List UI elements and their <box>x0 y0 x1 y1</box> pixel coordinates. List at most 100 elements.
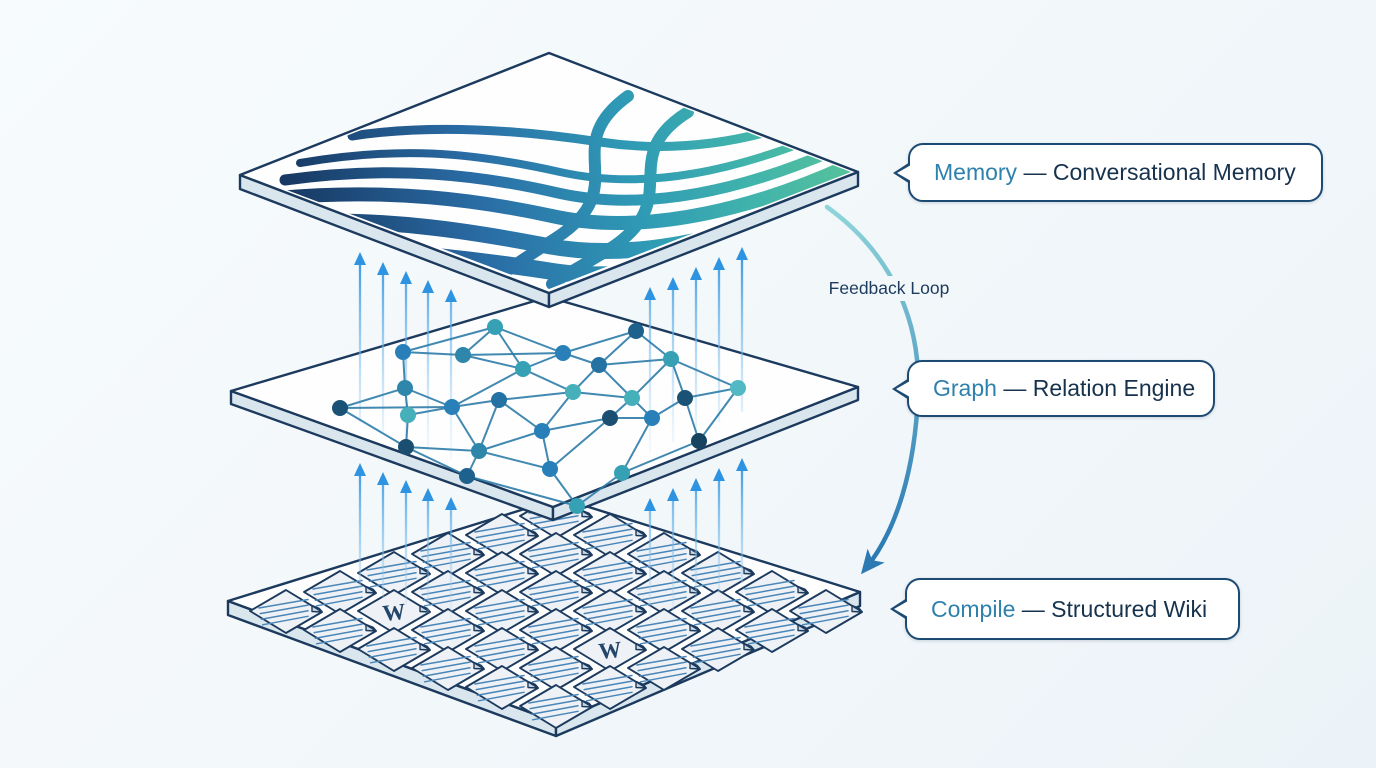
folded-corner <box>419 567 431 575</box>
graph-edge <box>621 417 653 474</box>
document-icon <box>735 608 809 653</box>
wiki-document-grid: WW <box>249 494 863 729</box>
folded-corner <box>419 643 431 651</box>
folded-corner <box>473 548 485 556</box>
graph-node <box>400 407 416 423</box>
graph-node <box>444 399 460 415</box>
document-icon <box>681 589 755 634</box>
folded-corner <box>419 605 431 613</box>
folded-corner <box>689 624 701 632</box>
graph-edge <box>494 326 524 370</box>
callout-graph: Graph — Relation Engine <box>907 360 1215 417</box>
up-arrow-group <box>354 463 457 622</box>
graph-edge <box>498 399 543 432</box>
folded-corner <box>635 643 647 651</box>
up-arrow-group <box>644 458 748 623</box>
graph-edge <box>562 330 637 354</box>
graph-edge <box>522 368 574 393</box>
folded-corner <box>581 662 593 670</box>
up-arrow-head <box>422 280 434 293</box>
ribbon-stream <box>296 132 824 184</box>
graph-node <box>569 498 585 514</box>
graph-edge <box>478 430 543 452</box>
document-icon <box>465 513 539 558</box>
graph-edge <box>462 354 524 370</box>
folded-corner <box>635 567 647 575</box>
graph-edge <box>404 387 453 408</box>
document-icon <box>519 532 593 577</box>
document-icon <box>627 608 701 653</box>
graph-edge <box>478 399 500 452</box>
document-icon <box>357 551 431 596</box>
folded-corner <box>473 624 485 632</box>
graph-edge <box>631 358 672 399</box>
ribbon-stream-crossing <box>488 90 634 286</box>
folded-corner <box>311 605 323 613</box>
graph-edge <box>572 391 633 399</box>
graph-node <box>565 384 581 400</box>
ribbon-stream-crossing <box>546 106 694 289</box>
up-arrow-head <box>713 257 725 270</box>
ribbon-stream <box>279 144 841 206</box>
svg-text:W: W <box>381 599 406 626</box>
graph-edge <box>541 417 611 432</box>
folded-corner <box>473 662 485 670</box>
graph-node <box>332 400 348 416</box>
graph-node <box>487 319 503 335</box>
graph-node <box>491 392 507 408</box>
folded-corner <box>365 624 377 632</box>
folded-corner <box>581 624 593 632</box>
graph-edge <box>478 450 551 470</box>
graph-edge <box>698 387 739 442</box>
folded-corner <box>581 510 593 518</box>
folded-corner <box>743 567 755 575</box>
document-icon <box>681 627 755 672</box>
graph-edge <box>684 387 739 399</box>
graph-edge <box>549 417 611 470</box>
document-icon <box>303 570 377 615</box>
document-icon <box>357 627 431 672</box>
callout-graph-description: — Relation Engine <box>996 375 1196 401</box>
document-icon <box>519 608 593 653</box>
graph-node <box>455 347 471 363</box>
document-icon <box>573 665 647 710</box>
up-arrow-head <box>354 463 366 476</box>
up-arrow-head <box>690 478 702 491</box>
graph-edge <box>339 387 406 409</box>
up-arrow-head <box>736 458 748 471</box>
graph-edge <box>451 368 524 408</box>
folded-corner <box>527 529 539 537</box>
callout-memory: Memory — Conversational Memory <box>908 143 1323 202</box>
up-arrow-head <box>354 252 366 265</box>
up-arrow-head <box>644 287 656 300</box>
folded-corner <box>581 700 593 708</box>
document-icon <box>627 570 701 615</box>
folded-corner <box>635 681 647 689</box>
graph-edge <box>451 406 480 452</box>
document-icon <box>519 684 593 729</box>
graph-node <box>471 443 487 459</box>
graph-node <box>628 323 644 339</box>
document-icon <box>411 570 485 615</box>
up-arrow-head <box>400 271 412 284</box>
folded-corner <box>527 643 539 651</box>
graph-node <box>602 410 618 426</box>
folded-corner <box>635 529 647 537</box>
document-icon <box>519 570 593 615</box>
up-arrow-head <box>644 498 656 511</box>
graph-plate-face <box>229 295 860 509</box>
document-icon <box>411 608 485 653</box>
graph-edge <box>402 351 464 356</box>
document-icon <box>465 551 539 596</box>
folded-corner <box>473 586 485 594</box>
folded-corner <box>635 605 647 613</box>
callout-compile-description: — Structured Wiki <box>1015 595 1208 622</box>
graph-node <box>555 345 571 361</box>
up-arrow-head <box>377 262 389 275</box>
svg-text:W: W <box>597 637 622 664</box>
wiki-page-icon: W <box>357 589 431 634</box>
document-icon <box>411 646 485 691</box>
document-icon <box>573 551 647 596</box>
relation-graph-nodes <box>332 319 746 514</box>
